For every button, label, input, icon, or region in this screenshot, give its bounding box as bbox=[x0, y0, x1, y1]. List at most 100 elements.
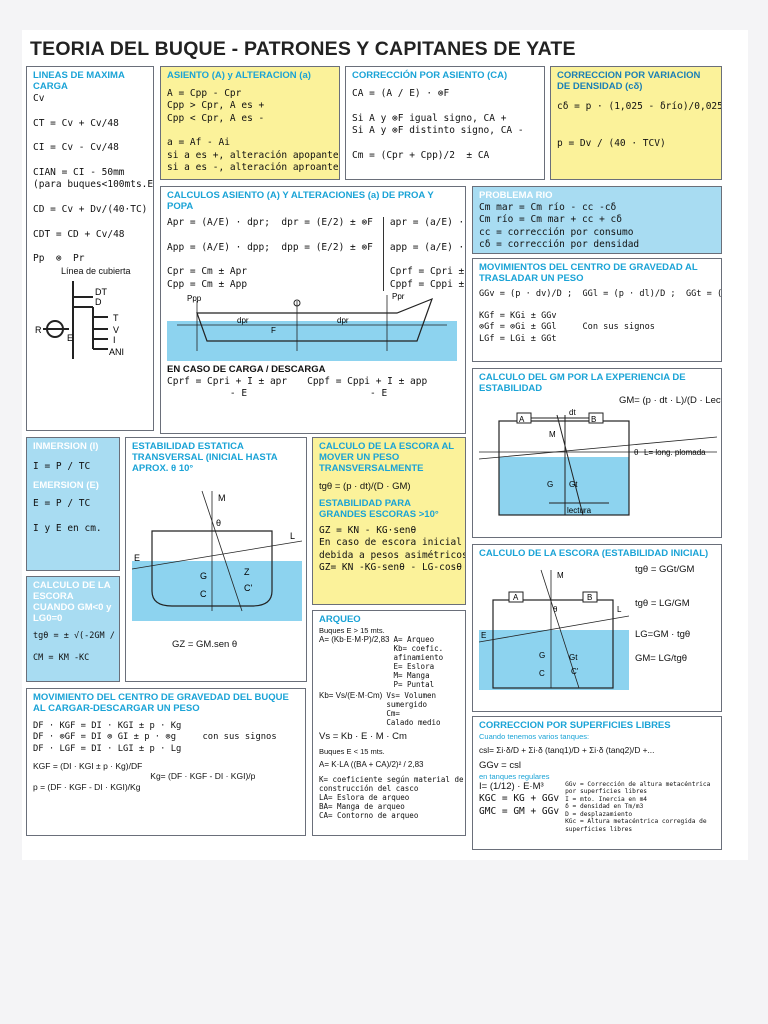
page-title: TEORIA DEL BUQUE - PATRONES Y CAPITANES … bbox=[30, 38, 576, 60]
formula-inercia: I= (1/12) · E·M³ bbox=[479, 781, 544, 793]
legend-arqueo-1: A= Arqueo Kb= coefic. afinamiento E= Esl… bbox=[393, 634, 444, 689]
heading-correccion-asiento: CORRECCIÓN POR ASIENTO (CA) bbox=[352, 70, 508, 81]
heading-densidad: CORRECCION POR VARIACION DE DENSIDAD (cδ… bbox=[557, 70, 701, 92]
label-dpr1: dpr bbox=[237, 316, 249, 325]
formula-problema-rio: Cm mar = Cm río - cc -cδ Cm río = Cm mar… bbox=[479, 201, 640, 250]
legend-arqueo-3: K= coeficiente según material de constru… bbox=[319, 774, 464, 820]
legend-arqueo-2: Vs= Volumen sumergido Cm= Calado medio bbox=[386, 690, 441, 727]
formula-correccion-asiento: CA = (A / E) · ⊗F Si A y ⊗F igual signo,… bbox=[352, 87, 524, 161]
box-arqueo: ARQUEO Buques E > 15 mts. A= (Kb·E·M·P)/… bbox=[312, 610, 466, 836]
formula-emersion: E = P / TC I y E en cm. bbox=[33, 498, 102, 534]
label-theta: θ bbox=[216, 518, 221, 528]
heading-calculos: CALCULOS ASIENTO (A) Y ALTERACIONES (a) … bbox=[167, 190, 434, 212]
label-z: Z bbox=[244, 567, 250, 577]
formula-kb: Kb= Vs/(E·M·Cm) bbox=[319, 690, 383, 700]
box-lineas: LINEAS DE MAXIMA CARGA Cv CT = Cv + Cv/4… bbox=[26, 66, 154, 431]
box-escora: CALCULO DE LA ESCORA AL MOVER UN PESO TR… bbox=[312, 437, 466, 605]
mark-d: D bbox=[95, 297, 102, 307]
label-ppr: Ppr bbox=[392, 292, 405, 301]
formula-movimiento-cg: DF · KGF = DI · KGI ± p · Kg DF · ⊗GF = … bbox=[33, 720, 277, 754]
heading-carga-descarga: EN CASO DE CARGA / DESCARGA bbox=[167, 363, 326, 375]
formula-movimientos: GGv = (p · dv)/D ; GGl = (p · dl)/D ; GG… bbox=[479, 288, 722, 344]
text-varios-tanques: Cuando tenemos varios tanques: bbox=[479, 731, 590, 741]
formula-arqueo-2: A= K·LA ((BA + CA)/2)² / 2,83 bbox=[319, 760, 424, 770]
heading-asiento: ASIENTO (A) y ALTERACION (a) bbox=[167, 70, 311, 81]
box-escora-inicial: CALCULO DE LA ESCORA (ESTABILIDAD INICIA… bbox=[472, 544, 722, 712]
text-tanques-regulares: en tanques regulares bbox=[479, 772, 550, 782]
label-dt: dt bbox=[569, 408, 576, 417]
heading-problema-rio: PROBLEMA RIO bbox=[479, 190, 553, 201]
heading-arqueo: ARQUEO bbox=[319, 614, 361, 625]
stability-test-diagram: A B dt M θ L= long. plomada G Gt lectura bbox=[478, 408, 718, 516]
heading-movimiento-cg: MOVIMIENTO DEL CENTRO DE GRAVEDAD DEL BU… bbox=[33, 692, 289, 714]
formula-csl: csl= Σi·δ/D + Σi·δ (tanq1)/D + Σi·δ (tan… bbox=[479, 744, 655, 755]
label-c: C bbox=[539, 669, 545, 678]
formula-tg-ggt: tgθ = GGt/GM bbox=[635, 563, 695, 575]
label-a: A bbox=[513, 593, 519, 602]
box-correccion-asiento: CORRECCIÓN POR ASIENTO (CA) CA = (A / E)… bbox=[345, 66, 545, 180]
mark-e: E bbox=[67, 333, 73, 343]
label-gt: Gt bbox=[569, 480, 578, 489]
formula-kg: Kg= (DF · KGF - DI · KGI)/p bbox=[150, 771, 256, 782]
box-superficies: CORRECCION POR SUPERFICIES LIBRES Cuando… bbox=[472, 716, 722, 850]
formula-densidad: cδ = p · (1,025 - δrío)/0,025 p = Dv / (… bbox=[557, 100, 722, 149]
formula-gm-negativo: tgθ = ± √(-2GM / CM) CM = KM -KC bbox=[33, 630, 115, 663]
initial-heel-diagram: A B M θ G Gt C C' E L bbox=[479, 569, 629, 690]
formula-asiento: A = Cpp - Cpr Cpp > Cpr, A es + Cpp < Cp… bbox=[167, 87, 339, 173]
formula-vs: Vs = Kb · E · M · Cm bbox=[319, 730, 407, 742]
formula-kgc-gmc: KGC = KG + GGv GMC = GM + GGv bbox=[479, 793, 560, 817]
formula-p: p = (DF · KGF - DI · KGI)/Kg bbox=[33, 782, 141, 793]
formula-arqueo-1: A= (Kb·E·M·P)/2,83 bbox=[319, 634, 390, 644]
box-asiento: ASIENTO (A) y ALTERACION (a) A = Cpp - C… bbox=[160, 66, 340, 180]
text-buques-menores: Buques E < 15 mts. bbox=[319, 747, 385, 757]
mark-r: R bbox=[35, 325, 42, 335]
box-inmersion: INMERSION (I) I = P / TC EMERSION (E) E … bbox=[26, 437, 120, 571]
trim-diagram: Ppp Ppr dpr dpr F bbox=[167, 292, 457, 361]
label-c: C bbox=[200, 589, 207, 599]
box-densidad: CORRECCION POR VARIACION DE DENSIDAD (cδ… bbox=[550, 66, 722, 180]
label-theta: θ bbox=[553, 605, 558, 614]
formula-gm-experiencia: GM= (p · dt · L)/(D · Lectura) bbox=[619, 394, 722, 406]
label-theta: θ bbox=[634, 448, 639, 457]
box-calculos: CALCULOS ASIENTO (A) Y ALTERACIONES (a) … bbox=[160, 186, 466, 434]
heading-estabilidad-estatica: ESTABILIDAD ESTATICA TRANSVERSAL (INICIA… bbox=[132, 441, 278, 474]
heading-superficies: CORRECCION POR SUPERFICIES LIBRES bbox=[479, 720, 671, 731]
mark-t: T bbox=[113, 313, 119, 323]
text-buques-mayores: Buques E > 15 mts. bbox=[319, 625, 385, 635]
label-g: G bbox=[547, 480, 553, 489]
load-line-mark: DT D T V I ANI R E bbox=[35, 280, 124, 359]
heading-grandes-escoras: ESTABILIDAD PARA GRANDES ESCORAS >10° bbox=[319, 498, 439, 521]
box-gm-experiencia: CALCULO DEL GM POR LA EXPERIENCIA DE EST… bbox=[472, 368, 722, 538]
box-estabilidad-estatica: ESTABILIDAD ESTATICA TRANSVERSAL (INICIA… bbox=[125, 437, 307, 682]
formula-lg: LG=GM · tgθ bbox=[635, 628, 691, 640]
formula-lineas: Cv CT = Cv + Cv/48 CI = Cv - Cv/48 CIAN … bbox=[33, 92, 154, 265]
heading-inmersion: INMERSION (I) bbox=[33, 441, 99, 452]
formula-calculos-left: Apr = (A/E) · dpr; dpr = (E/2) ± ⊗F App … bbox=[167, 216, 373, 290]
cubierta-label: Línea de cubierta bbox=[61, 265, 131, 276]
formula-inmersion: I = P / TC bbox=[33, 460, 91, 472]
label-g: G bbox=[539, 651, 545, 660]
label-b: B bbox=[591, 415, 596, 424]
label-m: M bbox=[218, 493, 226, 503]
static-stability-diagram: M θ G Z C C' E L bbox=[131, 490, 303, 621]
label-e: E bbox=[134, 553, 140, 563]
heading-gm-experiencia: CALCULO DEL GM POR LA EXPERIENCIA DE EST… bbox=[479, 372, 686, 394]
label-a: A bbox=[519, 415, 525, 424]
formula-tg-lg: tgθ = LG/GM bbox=[635, 598, 690, 610]
label-l: L bbox=[290, 531, 295, 541]
box-problema-rio: PROBLEMA RIO Cm mar = Cm río - cc -cδ Cm… bbox=[472, 186, 722, 254]
label-g: G bbox=[200, 571, 207, 581]
mark-v: V bbox=[113, 325, 119, 335]
formula-carga-left: Cprf = Cpri + I ± apr - E bbox=[167, 375, 288, 400]
label-l: L bbox=[617, 605, 622, 614]
label-e: E bbox=[481, 631, 486, 640]
formula-ggv: GGv = csl bbox=[479, 759, 521, 771]
heading-gm-negativo: CALCULO DE LA ESCORA CUANDO GM<0 y LG0=0 bbox=[33, 580, 112, 624]
formula-gz: GZ = GM.sen θ bbox=[172, 638, 238, 650]
label-m: M bbox=[549, 430, 556, 439]
label-long-plomada: L= long. plomada bbox=[644, 448, 706, 457]
heading-escora-inicial: CALCULO DE LA ESCORA (ESTABILIDAD INICIA… bbox=[479, 548, 709, 559]
label-dpr2: dpr bbox=[337, 316, 349, 325]
box-gm-negativo: CALCULO DE LA ESCORA CUANDO GM<0 y LG0=0… bbox=[26, 576, 120, 682]
box-movimiento-cg: MOVIMIENTO DEL CENTRO DE GRAVEDAD DEL BU… bbox=[26, 688, 306, 836]
